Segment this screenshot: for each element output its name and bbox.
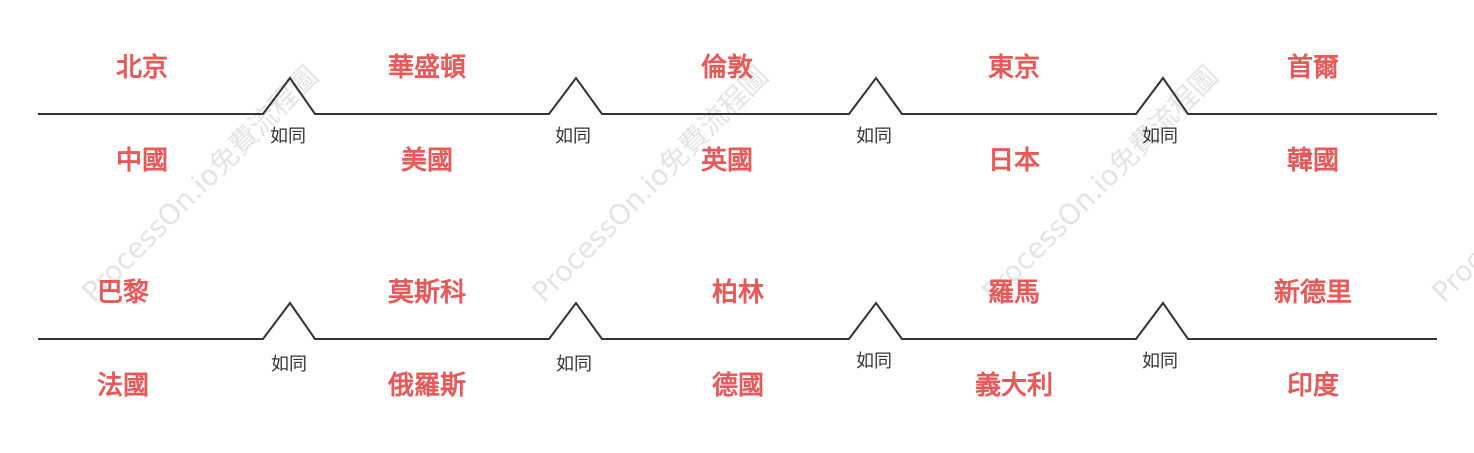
country-capital-term: 羅馬 xyxy=(987,278,1041,308)
row-1-connector-line xyxy=(38,76,1437,115)
country-capital-term: 柏林 xyxy=(711,278,765,308)
country-capital-term: 華盛頓 xyxy=(387,53,467,83)
country-capital-term: 首爾 xyxy=(1286,53,1340,83)
relation-label: 如同 xyxy=(856,351,892,372)
country-capital-term: 北京 xyxy=(115,53,169,83)
relation-label: 如同 xyxy=(856,126,892,147)
relation-label: 如同 xyxy=(555,126,591,147)
country-term: 英國 xyxy=(700,146,754,176)
relation-label: 如同 xyxy=(270,126,306,147)
country-term: 中國 xyxy=(115,146,169,176)
country-term: 日本 xyxy=(987,146,1041,176)
row-2-connector-line xyxy=(38,301,1437,340)
country-capital-term: 新德里 xyxy=(1273,278,1353,308)
relation-label: 如同 xyxy=(556,354,592,375)
country-capital-term: 莫斯科 xyxy=(387,278,467,308)
country-capital-term: 東京 xyxy=(987,53,1041,83)
country-term: 印度 xyxy=(1286,371,1340,401)
country-term: 俄羅斯 xyxy=(387,371,467,401)
relation-label: 如同 xyxy=(1142,126,1178,147)
country-term: 美國 xyxy=(400,146,454,176)
country-term: 德國 xyxy=(711,371,765,401)
country-term: 義大利 xyxy=(974,371,1054,401)
country-capital-term: 巴黎 xyxy=(96,278,150,308)
relation-label: 如同 xyxy=(1142,351,1178,372)
relation-label: 如同 xyxy=(271,354,307,375)
country-term: 韓國 xyxy=(1286,146,1340,176)
country-term: 法國 xyxy=(96,371,150,401)
country-capital-term: 倫敦 xyxy=(700,53,754,83)
